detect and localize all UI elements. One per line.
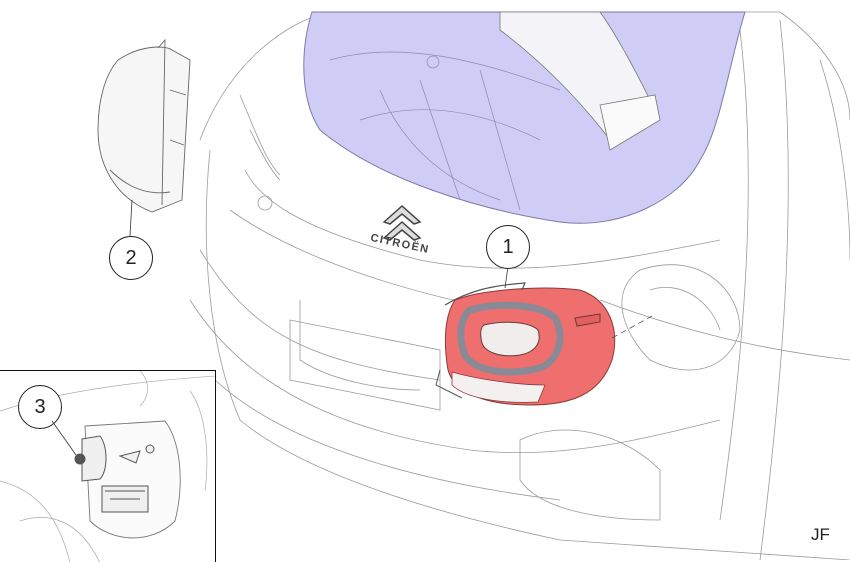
highlighted-rear-lamp — [435, 282, 616, 406]
rear-window — [303, 11, 746, 224]
inset-bulb-holder-detail: 3 — [0, 370, 216, 562]
removed-rear-lamp — [97, 38, 191, 213]
author-initials: JF — [811, 525, 830, 544]
callout-1: 1 — [486, 225, 530, 269]
callout-2: 2 — [109, 236, 153, 280]
callout-3: 3 — [18, 385, 62, 429]
brand-chevron-logo — [382, 204, 422, 241]
callout-3-leader — [51, 420, 77, 456]
